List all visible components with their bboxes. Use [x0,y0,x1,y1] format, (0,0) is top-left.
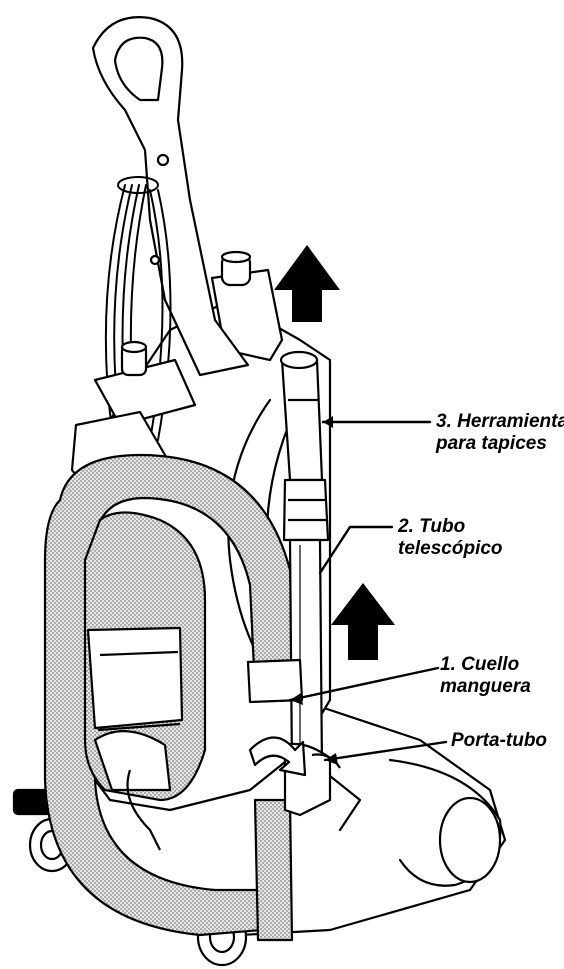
bag-pocket [88,628,182,728]
label-hose-neck-line1: 1. Cuello [440,654,531,676]
label-telescopic-tube-line1: 2. Tubo [398,516,503,538]
label-upholstery-tool: 3. Herramienta para tapices [436,411,564,455]
nozzle-end [440,798,500,882]
up-arrow-bottom [331,583,395,660]
label-hose-neck-line2: manguera [440,676,531,698]
label-hose-neck: 1. Cuello manguera [440,654,531,698]
hose-neck-stem [255,800,292,940]
label-telescopic-tube-line2: telescópico [398,538,503,560]
handle-screw [158,155,168,165]
upholstery-tool [282,360,322,480]
label-telescopic-tube: 2. Tubo telescópico [398,516,503,560]
hose-neck-ring [248,660,302,702]
label-tube-holder: Porta-tubo [451,730,547,752]
tube-coupling [284,480,328,540]
telescopic-tube [290,540,322,770]
up-arrow-top [274,245,340,322]
label-upholstery-tool-line2: para tapices [436,433,564,455]
label-upholstery-tool-line1: 3. Herramienta [436,411,564,433]
